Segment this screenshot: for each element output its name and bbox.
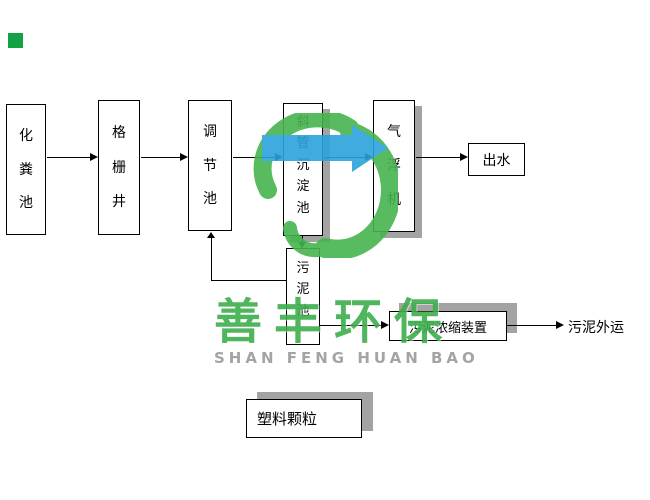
flow-line-thickening-to-hauling [507,325,556,326]
arrowhead-screen-to-equalization [180,153,188,161]
flow-box-bar-screen-well: 格栅井 [98,100,140,235]
plastic-pellets-label: 塑料颗粒 [257,410,318,428]
flow-box-effluent: 出水 [468,143,525,176]
watermark-brand-en: SHAN FENG HUAN BAO [214,349,479,367]
arrowhead-flotation-to-effluent [460,153,468,161]
return-line-vertical [211,238,212,281]
arrowhead-return-to-equalization [207,232,215,238]
flow-box-inclined-tube-settling-tank: 斜管沉淀池 [283,103,323,236]
flow-line-sludge-to-thickening [320,325,381,326]
flow-line-equalization-to-settling [233,157,275,158]
sludge-hauling-label: 污泥外运 [568,320,624,336]
arrowhead-settling-to-sludge [298,242,306,248]
corner-green-marker [8,33,23,48]
arrowhead-thickening-to-hauling [556,321,564,329]
effluent-label: 出水 [482,152,511,169]
arrowhead-septic-to-screen [90,153,98,161]
arrowhead-sludge-to-thickening [381,321,389,329]
flow-line-screen-to-equalization [141,157,180,158]
flow-box-plastic-pellets: 塑料颗粒 [246,399,362,438]
flow-box-equalization-tank: 调节池 [188,100,232,231]
flow-box-air-flotation-machine: 气浮机 [373,100,415,232]
arrowhead-settling-to-flotation [365,153,373,161]
arrowhead-equalization-to-settling [275,153,283,161]
flow-line-settling-to-flotation [324,157,365,158]
sludge-thickening-unit-label: 污泥浓缩装置 [408,320,487,336]
return-line-horizontal [211,280,286,281]
flow-box-sludge-thickening-unit: 污泥浓缩装置 [389,311,507,341]
flow-box-septic-tank: 化粪池 [6,104,46,235]
flow-line-septic-to-screen [47,157,90,158]
flow-box-sludge-tank: 污泥池 [286,248,320,345]
flow-line-flotation-to-effluent [416,157,460,158]
